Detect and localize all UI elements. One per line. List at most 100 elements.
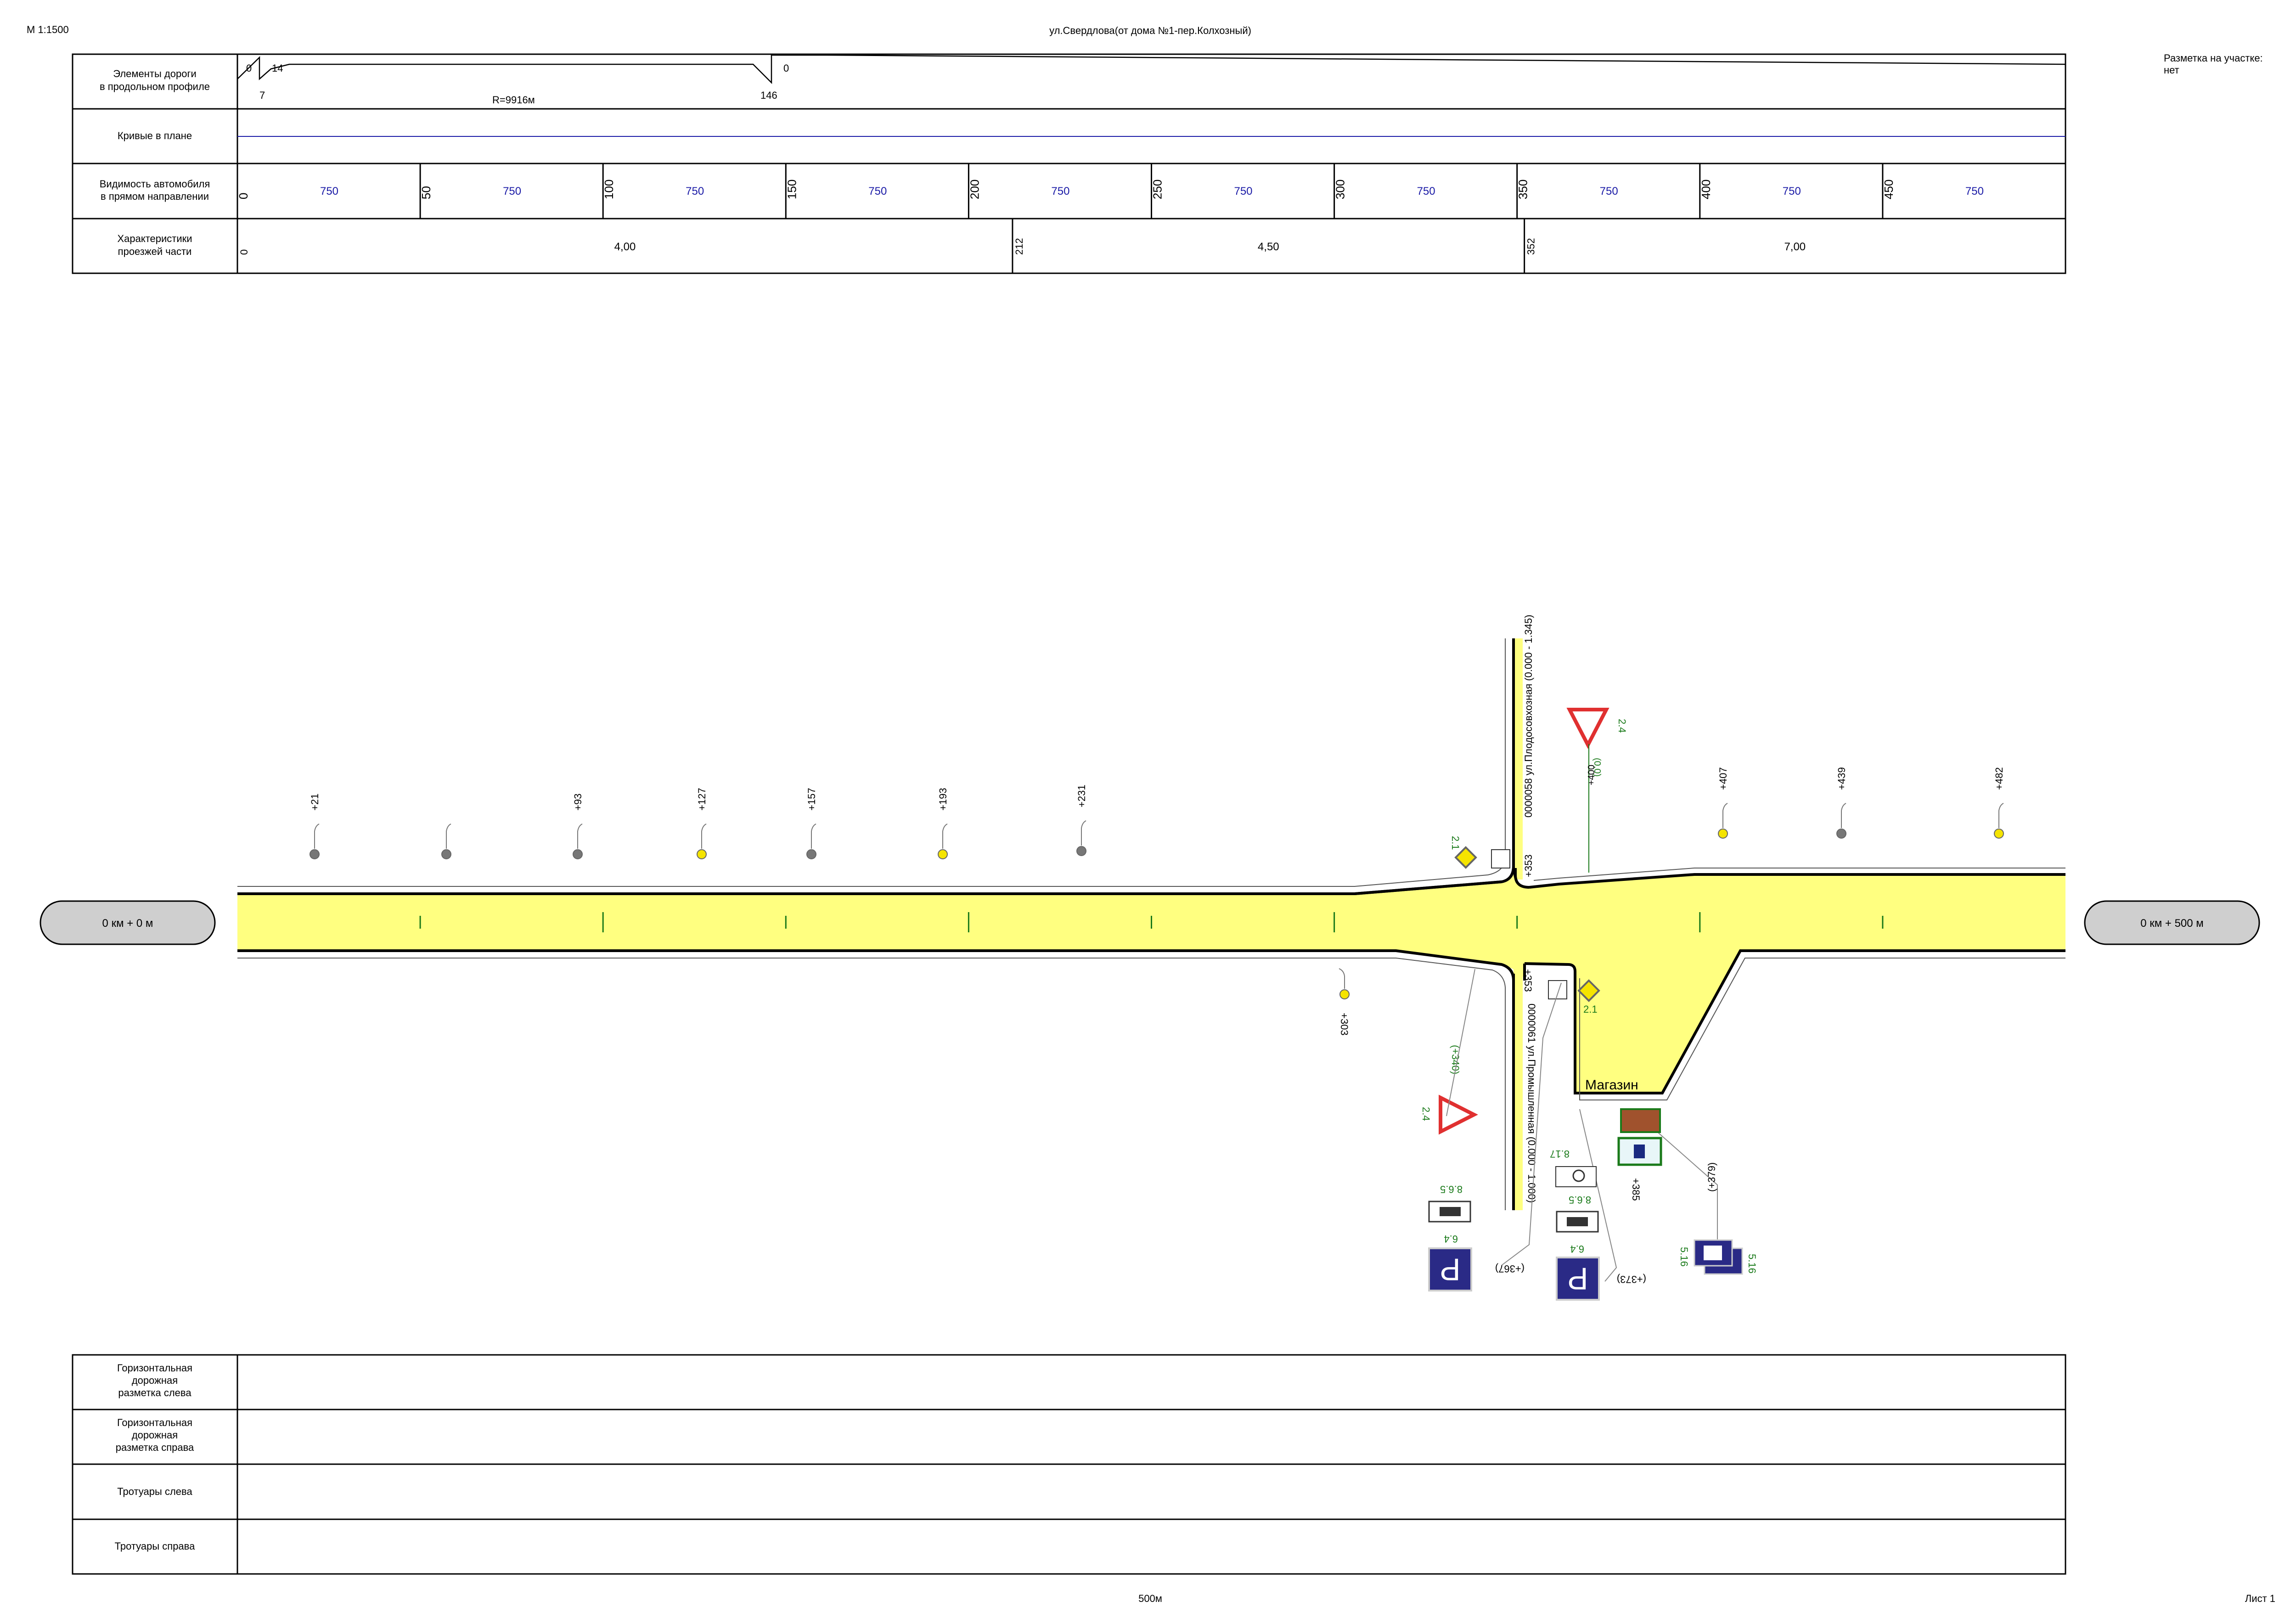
visibility-station: 450 xyxy=(1882,180,1896,199)
station-400-label: +400 xyxy=(1587,765,1597,785)
sign-2-1-north-label: 2.1 xyxy=(1450,836,1461,850)
carriageway-width: 4,50 xyxy=(1258,241,1279,253)
profile-radius: R=9916м xyxy=(492,94,535,106)
scale-label: М 1:1500 xyxy=(27,24,69,35)
visibility-value: 750 xyxy=(1965,185,1984,197)
visibility-value: 750 xyxy=(1783,185,1801,197)
parking-sign-right: P xyxy=(1556,1257,1600,1301)
start-chainage: 0 км + 0 м xyxy=(39,900,216,945)
main-road-sign-south xyxy=(1548,979,1600,1002)
carriageway-station: 0 xyxy=(238,249,250,255)
station-0-label: (0,0) xyxy=(1592,758,1602,777)
sign-367-label: (+367) xyxy=(1495,1263,1525,1274)
side-road-north xyxy=(1512,638,1523,880)
street-lamp: +193 xyxy=(937,788,949,859)
street-lamp: +21 xyxy=(309,794,321,859)
sign-8-6-5-plate-right xyxy=(1556,1211,1599,1233)
profile-n14: 14 xyxy=(272,62,283,74)
bt-row3-l1: Тротуары слева xyxy=(117,1486,192,1497)
page-title: ул.Свердлова(от дома №1-пер.Колхозный) xyxy=(1049,25,1251,36)
sign-6-4-left-label: 6.4 xyxy=(1444,1233,1458,1245)
visibility-station: 300 xyxy=(1334,180,1347,199)
visibility-value: 750 xyxy=(1417,185,1435,197)
visibility-station: 250 xyxy=(1151,180,1165,199)
profile-n7: 7 xyxy=(259,90,265,101)
bt-row2-l2: дорожная xyxy=(132,1429,178,1441)
top-table xyxy=(72,53,2066,274)
shop-sign xyxy=(1620,1108,1661,1133)
visibility-value: 750 xyxy=(1051,185,1069,197)
visibility-value: 750 xyxy=(503,185,521,197)
sign-2-4-north-label: 2.4 xyxy=(1616,719,1628,733)
lamp-station-label: +439 xyxy=(1836,767,1847,790)
carriageway-row: 0 4,00 212 4,50 352 7,00 xyxy=(238,219,1806,273)
end-chainage-label: 0 км + 500 м xyxy=(2140,917,2204,930)
lamp-station-label: +231 xyxy=(1076,784,1087,807)
footer-length: 500м xyxy=(1138,1593,1162,1604)
carriageway-width: 4,00 xyxy=(614,241,636,253)
lamp-station-label: +193 xyxy=(937,788,949,811)
lamp-station-label: +482 xyxy=(1993,767,2005,790)
parking-left-letter: P xyxy=(1440,1252,1460,1287)
carriageway-width: 7,00 xyxy=(1784,241,1806,253)
visibility-station: 350 xyxy=(1516,180,1530,199)
lamp-station-label: +21 xyxy=(309,794,321,811)
carriageway-station: 212 xyxy=(1013,238,1025,255)
sign-8-17-label: 8.17 xyxy=(1550,1148,1570,1160)
yield-sign-north xyxy=(1566,708,1609,749)
visibility-value: 750 xyxy=(868,185,887,197)
marking-label: Разметка на участке: xyxy=(2164,52,2263,64)
lamp-station-label: +407 xyxy=(1717,767,1729,790)
sign-8-17-plate xyxy=(1555,1166,1597,1187)
row-label-visibility-l1: Видимость автомобиля xyxy=(100,178,210,190)
profile-n0: 0 xyxy=(246,62,252,74)
sign-379-label: (+379) xyxy=(1706,1162,1717,1192)
profile-line xyxy=(237,54,2066,85)
visibility-station: 400 xyxy=(1699,180,1713,199)
street-lamp: +157 xyxy=(806,788,817,859)
row-label-carriageway-l1: Характеристики xyxy=(117,233,192,244)
sign-385-label: +385 xyxy=(1630,1178,1642,1201)
sign-lead-lines xyxy=(1446,969,1718,1282)
station-ticks xyxy=(419,912,1884,932)
sign-8-6-5-right-label: 8.6.5 xyxy=(1569,1194,1591,1206)
visibility-station: 200 xyxy=(968,180,981,199)
visibility-station: 150 xyxy=(785,180,799,199)
row-label-carriageway-l2: проезжей части xyxy=(118,246,192,257)
visibility-station: 50 xyxy=(419,186,433,199)
profile-n0b: 0 xyxy=(783,62,789,74)
lamp-station-label: +303 xyxy=(1339,1013,1350,1036)
row-label-profile-l1: Элементы дороги xyxy=(113,68,197,79)
street-lamp: +407 xyxy=(1717,767,1729,839)
main-road-sign-north xyxy=(1454,846,1510,869)
lamps: +21+93+127+157+193+231+407+439+482+303 xyxy=(309,767,2005,1035)
side-road-south xyxy=(1512,962,1523,1210)
bt-row1-l3: разметка слева xyxy=(118,1387,191,1398)
bus-stop-5-16 xyxy=(1694,1239,1743,1275)
sign-2-4-south-label: 2.4 xyxy=(1420,1107,1432,1121)
lamp-station-label: +157 xyxy=(806,788,817,811)
bt-row1-l1: Горизонтальная xyxy=(117,1362,192,1374)
side-road-north-label: 0000058 ул.Плодосовхозная (0.000 - 1.345… xyxy=(1523,615,1534,818)
shop-label: Магазин xyxy=(1585,1077,1638,1093)
parking-sign-left: P xyxy=(1428,1247,1472,1291)
footer-sheet: Лист 1 xyxy=(2245,1593,2275,1604)
street-lamp: +482 xyxy=(1993,767,2005,839)
bus-stop-sign xyxy=(1617,1137,1662,1166)
start-chainage-label: 0 км + 0 м xyxy=(102,917,153,930)
visibility-value: 750 xyxy=(686,185,704,197)
profile-n146: 146 xyxy=(760,90,777,101)
row-label-curves: Кривые в плане xyxy=(118,130,192,141)
bt-row2-l1: Горизонтальная xyxy=(117,1417,192,1428)
bt-row4-l1: Тротуары справа xyxy=(115,1540,195,1552)
row-label-visibility-l2: в прямом направлении xyxy=(101,191,209,202)
carriageway-station: 352 xyxy=(1525,238,1537,255)
parking-right-letter: P xyxy=(1567,1261,1588,1296)
station-353-bottom: +353 xyxy=(1522,969,1534,992)
street-lamp: +231 xyxy=(1076,784,1087,856)
bottom-table xyxy=(72,1354,2066,1575)
station-353-top: +353 xyxy=(1523,854,1534,877)
street-lamp xyxy=(441,823,451,859)
